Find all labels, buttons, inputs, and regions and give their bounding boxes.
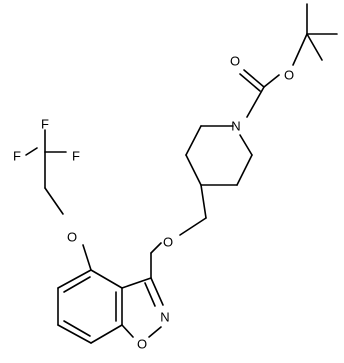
ester-oxygen-label: O: [284, 68, 294, 83]
bond-carbonyl-double-b: [239, 73, 261, 92]
bond-tbu-methyl-down: [306, 33, 323, 61]
bond-o-to-isox-c3: [150, 242, 162, 254]
bond-pip-c5-c6: [236, 154, 253, 186]
bond-ch2-to-o: [179, 217, 207, 236]
bond-c3-n-double-b: [144, 282, 156, 307]
bond-carbonyl-double-a: [243, 69, 265, 88]
bond-c4-to-ch2: [200, 184, 207, 219]
methoxy-ether-oxygen-label: O: [163, 235, 173, 250]
bond-c3a-c3: [121, 277, 152, 289]
bond-pip-c2-c3: [185, 125, 202, 156]
bond-ch2-to-o: [44, 187, 64, 215]
fluorine-label-top: F: [41, 117, 49, 132]
isoxazole-ring: [121, 252, 164, 338]
bond-benz-c6-c7: [57, 324, 92, 344]
bond-benz-c3a-c4: [90, 269, 123, 289]
piperidine-ring: [185, 125, 253, 186]
fluorine-label-right: F: [72, 149, 80, 164]
bond-pip-c6-n: [239, 134, 253, 156]
bond-tbu-to-ester-o: [292, 33, 308, 66]
bond-pip-c3-c4: [185, 154, 202, 186]
piperidine-nitrogen-label: N: [231, 119, 240, 134]
methylene-oxy-linker: [150, 184, 207, 254]
bond-n-o: [148, 326, 162, 338]
boc-carbamate-group: [239, 69, 280, 118]
bond-carbonyl-c-to-n: [246, 86, 265, 118]
isoxazole-nitrogen-label: N: [160, 310, 169, 325]
tert-butyl-group: [292, 3, 338, 66]
aryl-ether-oxygen-label: O: [67, 230, 77, 245]
bond-o-c7a: [121, 324, 134, 338]
bond-benz-c6-c7-inner: [63, 320, 91, 337]
carbonyl-oxygen-label: O: [230, 54, 240, 69]
trifluoroethoxy-group: [25, 129, 92, 271]
bond-benz-c7-c7a: [90, 324, 123, 344]
benzene-ring: [57, 269, 123, 344]
bond-c3-n-double-a: [150, 277, 164, 306]
fluorine-label-left: F: [13, 149, 21, 164]
bond-o-to-aryl-c4: [82, 244, 92, 271]
isoxazole-oxygen-label: O: [137, 337, 147, 352]
bond-benz-c4-c5: [57, 269, 92, 289]
bond-cf3-to-f1: [25, 147, 38, 156]
bond-ester-o-to-carbonyl-c: [263, 74, 280, 88]
bond-benz-c4-c5-inner: [63, 276, 91, 293]
